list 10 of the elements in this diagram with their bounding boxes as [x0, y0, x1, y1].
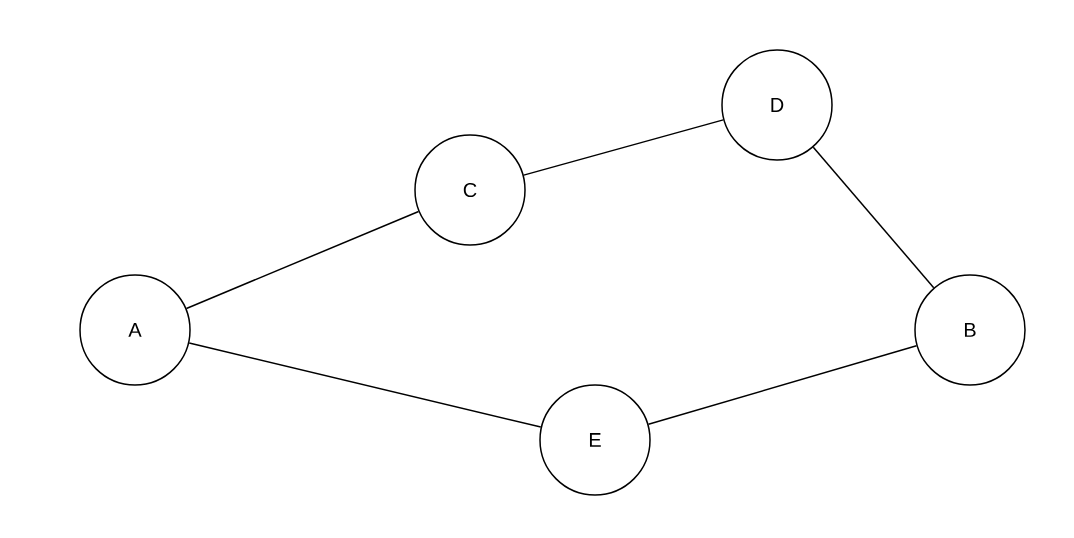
circle-node: B	[914, 274, 1026, 386]
connector-line	[185, 210, 420, 310]
circle-node: D	[721, 49, 833, 161]
circle-node: C	[414, 134, 526, 246]
connector-line	[647, 344, 918, 426]
circle-node: E	[539, 384, 651, 496]
connector-line	[812, 146, 935, 289]
circle-node: A	[79, 274, 191, 386]
connector-line	[188, 342, 542, 428]
connector-line	[523, 119, 725, 176]
